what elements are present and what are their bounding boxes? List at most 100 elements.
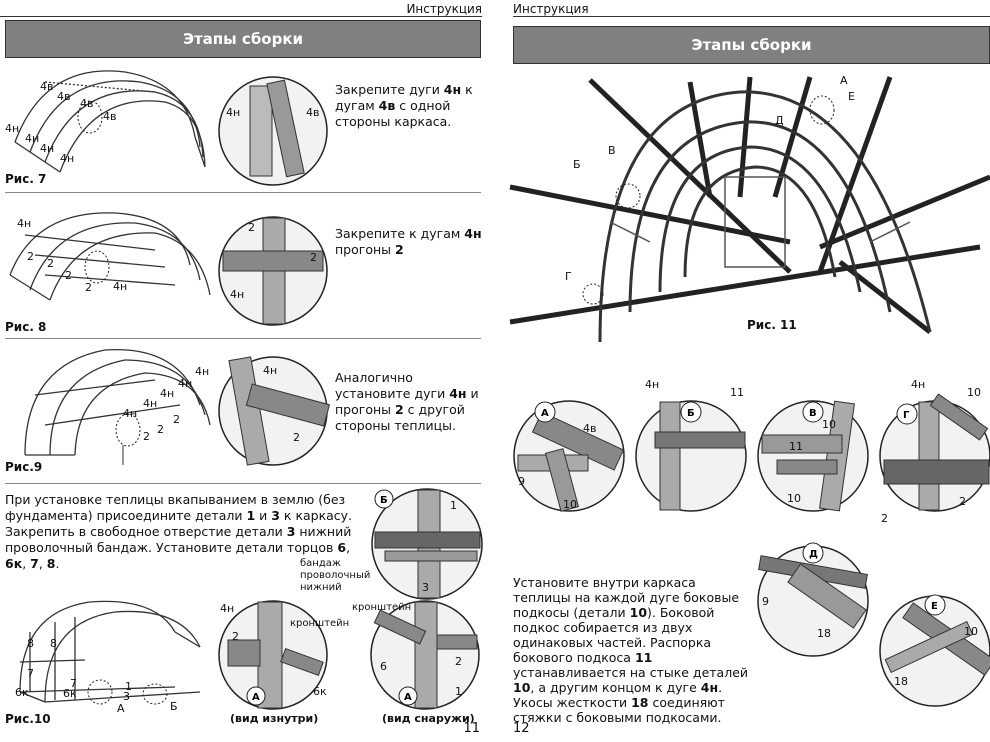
svg-text:4н: 4н xyxy=(160,387,174,400)
svg-text:2: 2 xyxy=(293,431,300,444)
svg-text:4в: 4в xyxy=(583,422,596,435)
fig11-detail-d: 918 Д xyxy=(757,542,869,657)
svg-text:7: 7 xyxy=(70,677,77,690)
fig11-detail-b: 4н 11 Б xyxy=(635,378,747,512)
running-title: Инструкция xyxy=(406,2,482,16)
svg-text:А: А xyxy=(117,702,125,715)
svg-text:18: 18 xyxy=(894,675,908,688)
svg-text:4н: 4н xyxy=(230,288,244,301)
fig8-caption: Рис. 8 xyxy=(5,320,47,334)
svg-text:Д: Д xyxy=(809,549,818,560)
svg-text:9: 9 xyxy=(518,475,525,488)
svg-text:В: В xyxy=(608,144,616,157)
svg-text:10: 10 xyxy=(787,492,801,505)
svg-text:2: 2 xyxy=(310,251,317,264)
svg-text:4н: 4н xyxy=(226,106,240,119)
fig7-text: Закрепите дуги 4н к дугам 4в с одной сто… xyxy=(335,82,473,129)
svg-text:2: 2 xyxy=(455,655,462,668)
svg-text:4н: 4н xyxy=(178,377,192,390)
svg-text:Г: Г xyxy=(903,410,910,421)
svg-text:4в: 4в xyxy=(40,80,53,93)
svg-text:10: 10 xyxy=(563,498,577,511)
svg-text:4н: 4н xyxy=(113,280,127,293)
svg-text:Д: Д xyxy=(775,114,784,127)
svg-text:2: 2 xyxy=(232,630,239,643)
svg-text:4н: 4н xyxy=(60,152,74,165)
svg-text:7: 7 xyxy=(27,667,34,680)
section-divider xyxy=(5,338,481,339)
svg-text:Б: Б xyxy=(573,158,581,171)
svg-text:2: 2 xyxy=(47,257,54,270)
svg-text:4н: 4н xyxy=(645,378,659,391)
fig7-caption: Рис. 7 xyxy=(5,172,47,186)
svg-text:4в: 4в xyxy=(103,110,116,123)
fig10-detail-b: 1 3 Б xyxy=(371,488,483,600)
svg-text:11: 11 xyxy=(730,386,744,399)
svg-text:А: А xyxy=(541,408,549,419)
svg-text:1: 1 xyxy=(455,685,462,698)
svg-text:10: 10 xyxy=(822,418,836,431)
svg-text:3: 3 xyxy=(422,581,429,594)
svg-text:6к: 6к xyxy=(15,686,29,699)
svg-text:Б: Б xyxy=(170,700,178,713)
svg-text:Е: Е xyxy=(848,90,855,103)
fig9-text: Аналогично установите дуги 4н и прогоны … xyxy=(335,370,479,433)
svg-text:8: 8 xyxy=(27,637,34,650)
section-title: Этапы сборки xyxy=(182,30,304,48)
section-divider xyxy=(5,483,481,484)
svg-text:1: 1 xyxy=(125,680,132,693)
svg-text:В: В xyxy=(809,408,817,419)
page-number: 11 xyxy=(463,721,480,736)
fig11-greenhouse-drawing: АЕ ДБ ВГ xyxy=(509,74,990,343)
section-title-bar: Этапы сборки xyxy=(513,26,990,64)
svg-text:10: 10 xyxy=(967,386,981,399)
fig10-text: При установке теплицы вкапыванием в земл… xyxy=(5,492,353,571)
fig9-caption: Рис.9 xyxy=(5,460,43,474)
svg-text:4н: 4н xyxy=(5,122,19,135)
svg-text:9: 9 xyxy=(762,595,769,608)
svg-text:А: А xyxy=(252,692,260,703)
svg-text:Б: Б xyxy=(380,495,388,506)
fig11-text: Установите внутри каркаса теплицы на каж… xyxy=(513,575,749,725)
running-title: Инструкция xyxy=(513,2,589,16)
svg-text:2: 2 xyxy=(27,250,34,263)
fig9-detail-circle: 4н2 xyxy=(218,356,331,466)
fig10-detail-a-inside: 4н2 6к А xyxy=(218,600,328,710)
fig8-detail-circle: 2 2 4н xyxy=(218,216,328,326)
page-number: 12 xyxy=(513,721,530,736)
svg-text:4н: 4н xyxy=(220,602,234,615)
fig8-text: Закрепите к дугам 4н прогоны 2 xyxy=(335,226,482,257)
svg-text:2: 2 xyxy=(248,221,255,234)
svg-text:4н: 4н xyxy=(143,397,157,410)
svg-text:А: А xyxy=(404,692,412,703)
svg-text:2: 2 xyxy=(173,413,180,426)
svg-text:4в: 4в xyxy=(57,90,70,103)
svg-text:2: 2 xyxy=(143,430,150,443)
bracket-label-inside: кронштейн xyxy=(290,618,350,629)
svg-text:4в: 4в xyxy=(80,97,93,110)
svg-text:1: 1 xyxy=(450,499,457,512)
fig10-caption: Рис.10 xyxy=(5,712,51,726)
svg-text:11: 11 xyxy=(789,440,803,453)
svg-text:Б: Б xyxy=(687,408,695,419)
fig11-detail-v: 10 11 10 В xyxy=(757,400,869,512)
svg-text:4н: 4н xyxy=(25,132,39,145)
svg-text:3: 3 xyxy=(123,690,130,703)
svg-text:А: А xyxy=(840,74,848,87)
svg-text:4н: 4н xyxy=(17,217,31,230)
svg-text:2: 2 xyxy=(959,495,966,508)
svg-text:2: 2 xyxy=(881,512,888,525)
svg-text:2: 2 xyxy=(85,281,92,294)
svg-text:4н: 4н xyxy=(911,378,925,391)
svg-text:Е: Е xyxy=(931,601,938,612)
svg-text:4н: 4н xyxy=(123,407,137,420)
section-title: Этапы сборки xyxy=(691,36,812,54)
svg-text:4н: 4н xyxy=(195,365,209,378)
